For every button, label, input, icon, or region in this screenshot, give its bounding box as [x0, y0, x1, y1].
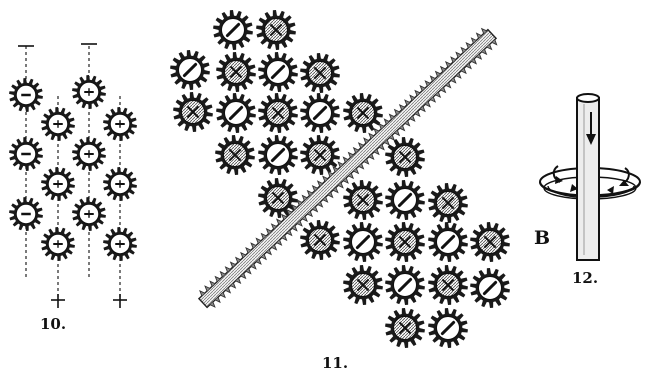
gear-icon [216, 93, 256, 133]
gear-icon [72, 197, 106, 231]
figure-12-label: 12. [572, 271, 598, 286]
gear-icon [258, 135, 298, 175]
figure-12-letter-b: B [534, 229, 550, 248]
gear-icon [170, 50, 210, 90]
fig10-guide-lines [26, 46, 120, 300]
gear-icon [300, 220, 340, 260]
fig10-t-terminals [18, 44, 97, 46]
gear-icon [213, 10, 253, 50]
gear-icon [72, 75, 106, 109]
gear-icon [385, 308, 425, 348]
figure-11 [170, 10, 510, 348]
gear-icon [41, 107, 75, 141]
gear-icon [343, 265, 383, 305]
gear-icon [428, 222, 468, 262]
gear-icon [385, 180, 425, 220]
gear-icon [9, 137, 43, 171]
gear-icon [343, 180, 383, 220]
gear-icon [256, 10, 296, 50]
gear-icon [343, 222, 383, 262]
figure-11-label: 11. [322, 356, 348, 371]
gear-icon [215, 135, 255, 175]
gear-icon [258, 52, 298, 92]
gear-icon [428, 183, 468, 223]
conductor-rod-icon [577, 94, 599, 260]
gear-icon [385, 222, 425, 262]
gear-icon [41, 167, 75, 201]
gear-icon [173, 92, 213, 132]
gear-icon [300, 93, 340, 133]
gear-icon [470, 268, 510, 308]
gear-icon [72, 137, 106, 171]
gear-icon [470, 222, 510, 262]
gear-icon [258, 93, 298, 133]
figure-10-label: 10. [40, 317, 66, 332]
gear-icon [300, 53, 340, 93]
fig10-gear-column-set [9, 75, 137, 261]
gear-icon [385, 137, 425, 177]
gear-icon [103, 167, 137, 201]
gear-icon [343, 93, 383, 133]
gear-icon [103, 227, 137, 261]
figure-10 [9, 44, 137, 308]
gear-icon [103, 107, 137, 141]
gear-icon [428, 308, 468, 348]
gear-icon [216, 52, 256, 92]
gear-icon [41, 227, 75, 261]
plus-icon [51, 294, 127, 308]
gear-icon [385, 265, 425, 305]
gear-icon [9, 197, 43, 231]
gear-icon [428, 265, 468, 305]
gear-icon [9, 78, 43, 112]
figure-12 [540, 94, 640, 260]
